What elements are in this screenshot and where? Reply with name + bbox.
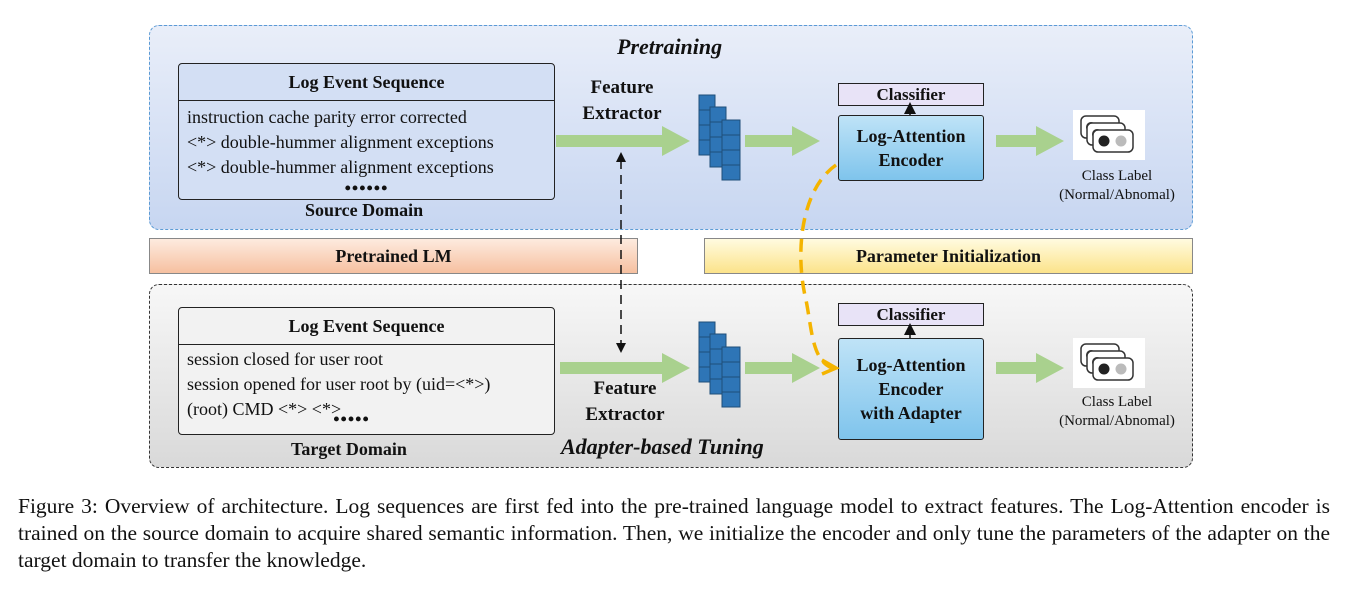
arrow-extractor-to-encoder-bottom [745, 353, 820, 383]
source-domain-label: Source Domain [305, 200, 424, 220]
target-log-ellipsis: ••••• [333, 409, 370, 429]
class-label-line: (Normal/Abnomal) [1059, 187, 1175, 203]
class-label-text-bottom: Class Label (Normal/Abnomal) [1050, 393, 1184, 431]
feature-extractor-word: Feature [590, 77, 654, 98]
class-label-icon-top [1073, 110, 1145, 160]
parameter-init-dashed-curve [799, 163, 838, 370]
source-log-box-header: Log Event Sequence [179, 64, 554, 101]
encoder-text: Encoder [878, 150, 944, 170]
feature-extractor-word: Extractor [585, 404, 665, 425]
target-domain-label: Target Domain [291, 439, 407, 459]
arrow-encoder-to-label-bottom [996, 353, 1064, 383]
figure-caption: Figure 3: Overview of architecture. Log … [18, 494, 1330, 572]
feature-extractor-word: Extractor [582, 103, 662, 124]
feature-vector-stack-top [698, 94, 741, 181]
source-log-event-box: Log Event Sequence instruction cache par… [178, 63, 555, 200]
pretrained-lm-bar: Pretrained LM [149, 238, 638, 274]
parameter-initialization-bar: Parameter Initialization [704, 238, 1193, 274]
log-attention-encoder-adapter: Log-Attention Encoder with Adapter [838, 338, 984, 440]
adapter-tuning-title: Adapter-based Tuning [561, 434, 764, 459]
feature-extractor-label-top: Feature Extractor [572, 75, 672, 127]
arrow-log-to-extractor-top [556, 126, 690, 156]
log-attention-encoder-top: Log-Attention Encoder [838, 115, 984, 181]
target-log-line: (root) CMD <*> <*> [187, 399, 342, 419]
classifier-box-bottom: Classifier [838, 303, 984, 326]
arrow-log-to-extractor-bottom [560, 353, 690, 383]
encoder-text: Log-Attention [856, 126, 966, 146]
source-log-line: <*> double-hummer alignment exceptions [187, 157, 494, 177]
shared-extractor-arrowhead-down [616, 343, 626, 353]
arrow-extractor-to-encoder-top [745, 126, 820, 156]
shared-extractor-arrowhead-up [616, 152, 626, 162]
arrow-encoder-to-label-top [996, 126, 1064, 156]
parameter-init-arrowhead [821, 358, 840, 376]
source-log-line: instruction cache parity error corrected [187, 107, 467, 127]
encoder-text: Log-Attention [856, 355, 966, 375]
class-label-line: Class Label [1081, 394, 1153, 410]
feature-extractor-word: Feature [593, 378, 657, 399]
encoder-text: Encoder [878, 379, 944, 399]
target-log-line: session closed for user root [187, 349, 383, 369]
target-log-box-header: Log Event Sequence [179, 308, 554, 345]
class-label-line: Class Label [1081, 168, 1153, 184]
classifier-box-top: Classifier [838, 83, 984, 106]
target-log-event-box: Log Event Sequence session closed for us… [178, 307, 555, 435]
class-label-line: (Normal/Abnomal) [1059, 413, 1175, 429]
encoder-text: with Adapter [860, 403, 962, 423]
source-log-ellipsis: •••••• [344, 178, 389, 198]
pretraining-title: Pretraining [617, 34, 723, 59]
class-label-icon-bottom [1073, 338, 1145, 388]
target-log-line: session opened for user root by (uid=<*>… [187, 374, 491, 394]
class-label-text-top: Class Label (Normal/Abnomal) [1050, 167, 1184, 205]
feature-vector-stack-bottom [698, 321, 741, 408]
feature-extractor-label-bottom: Feature Extractor [575, 376, 675, 428]
source-log-line: <*> double-hummer alignment exceptions [187, 132, 494, 152]
